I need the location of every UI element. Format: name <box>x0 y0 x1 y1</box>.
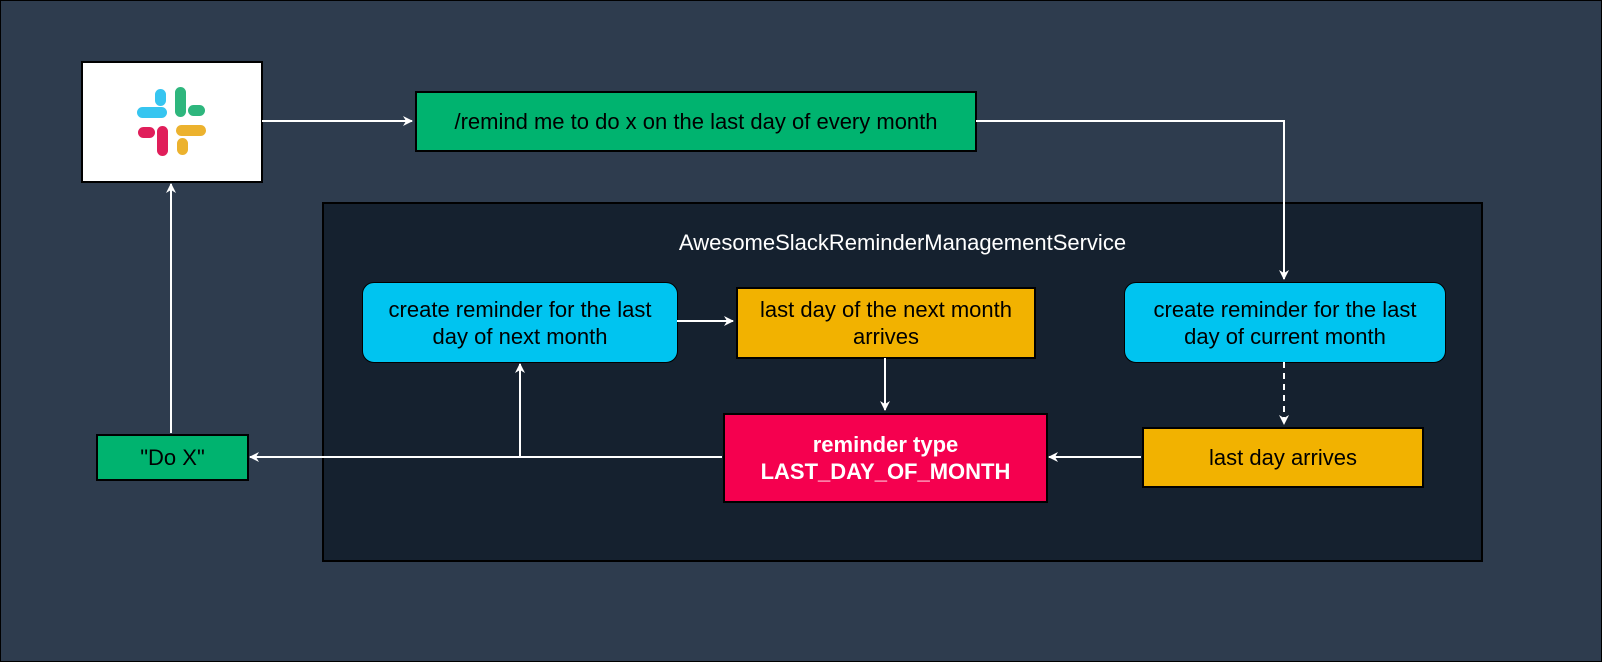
create-next-month-text: create reminder for the last day of next… <box>388 296 652 349</box>
reminder-type-value: LAST_DAY_OF_MONTH <box>760 459 1011 484</box>
create-next-month-reminder-box: create reminder for the last day of next… <box>362 282 678 363</box>
service-container: AwesomeSlackReminderManagementService <box>322 202 1483 562</box>
command-text: /remind me to do x on the last day of ev… <box>454 109 938 134</box>
reminder-type-box: reminder type LAST_DAY_OF_MONTH <box>723 413 1048 503</box>
next-month-arrives-box: last day of the next month arrives <box>736 287 1036 359</box>
output-box: "Do X" <box>96 434 249 481</box>
reminder-type-label: reminder type <box>812 432 959 457</box>
slack-logo-box <box>81 61 263 183</box>
next-month-arrives-text: last day of the next month arrives <box>760 297 1012 349</box>
create-current-month-text: create reminder for the last day of curr… <box>1153 296 1417 349</box>
slack-logo-icon <box>137 87 206 156</box>
command-box: /remind me to do x on the last day of ev… <box>415 91 977 152</box>
last-day-arrives-text: last day arrives <box>1209 445 1357 470</box>
output-text: "Do X" <box>140 445 205 470</box>
service-title: AwesomeSlackReminderManagementService <box>678 230 1127 255</box>
create-current-month-reminder-box: create reminder for the last day of curr… <box>1124 282 1446 363</box>
last-day-arrives-box: last day arrives <box>1142 427 1424 488</box>
